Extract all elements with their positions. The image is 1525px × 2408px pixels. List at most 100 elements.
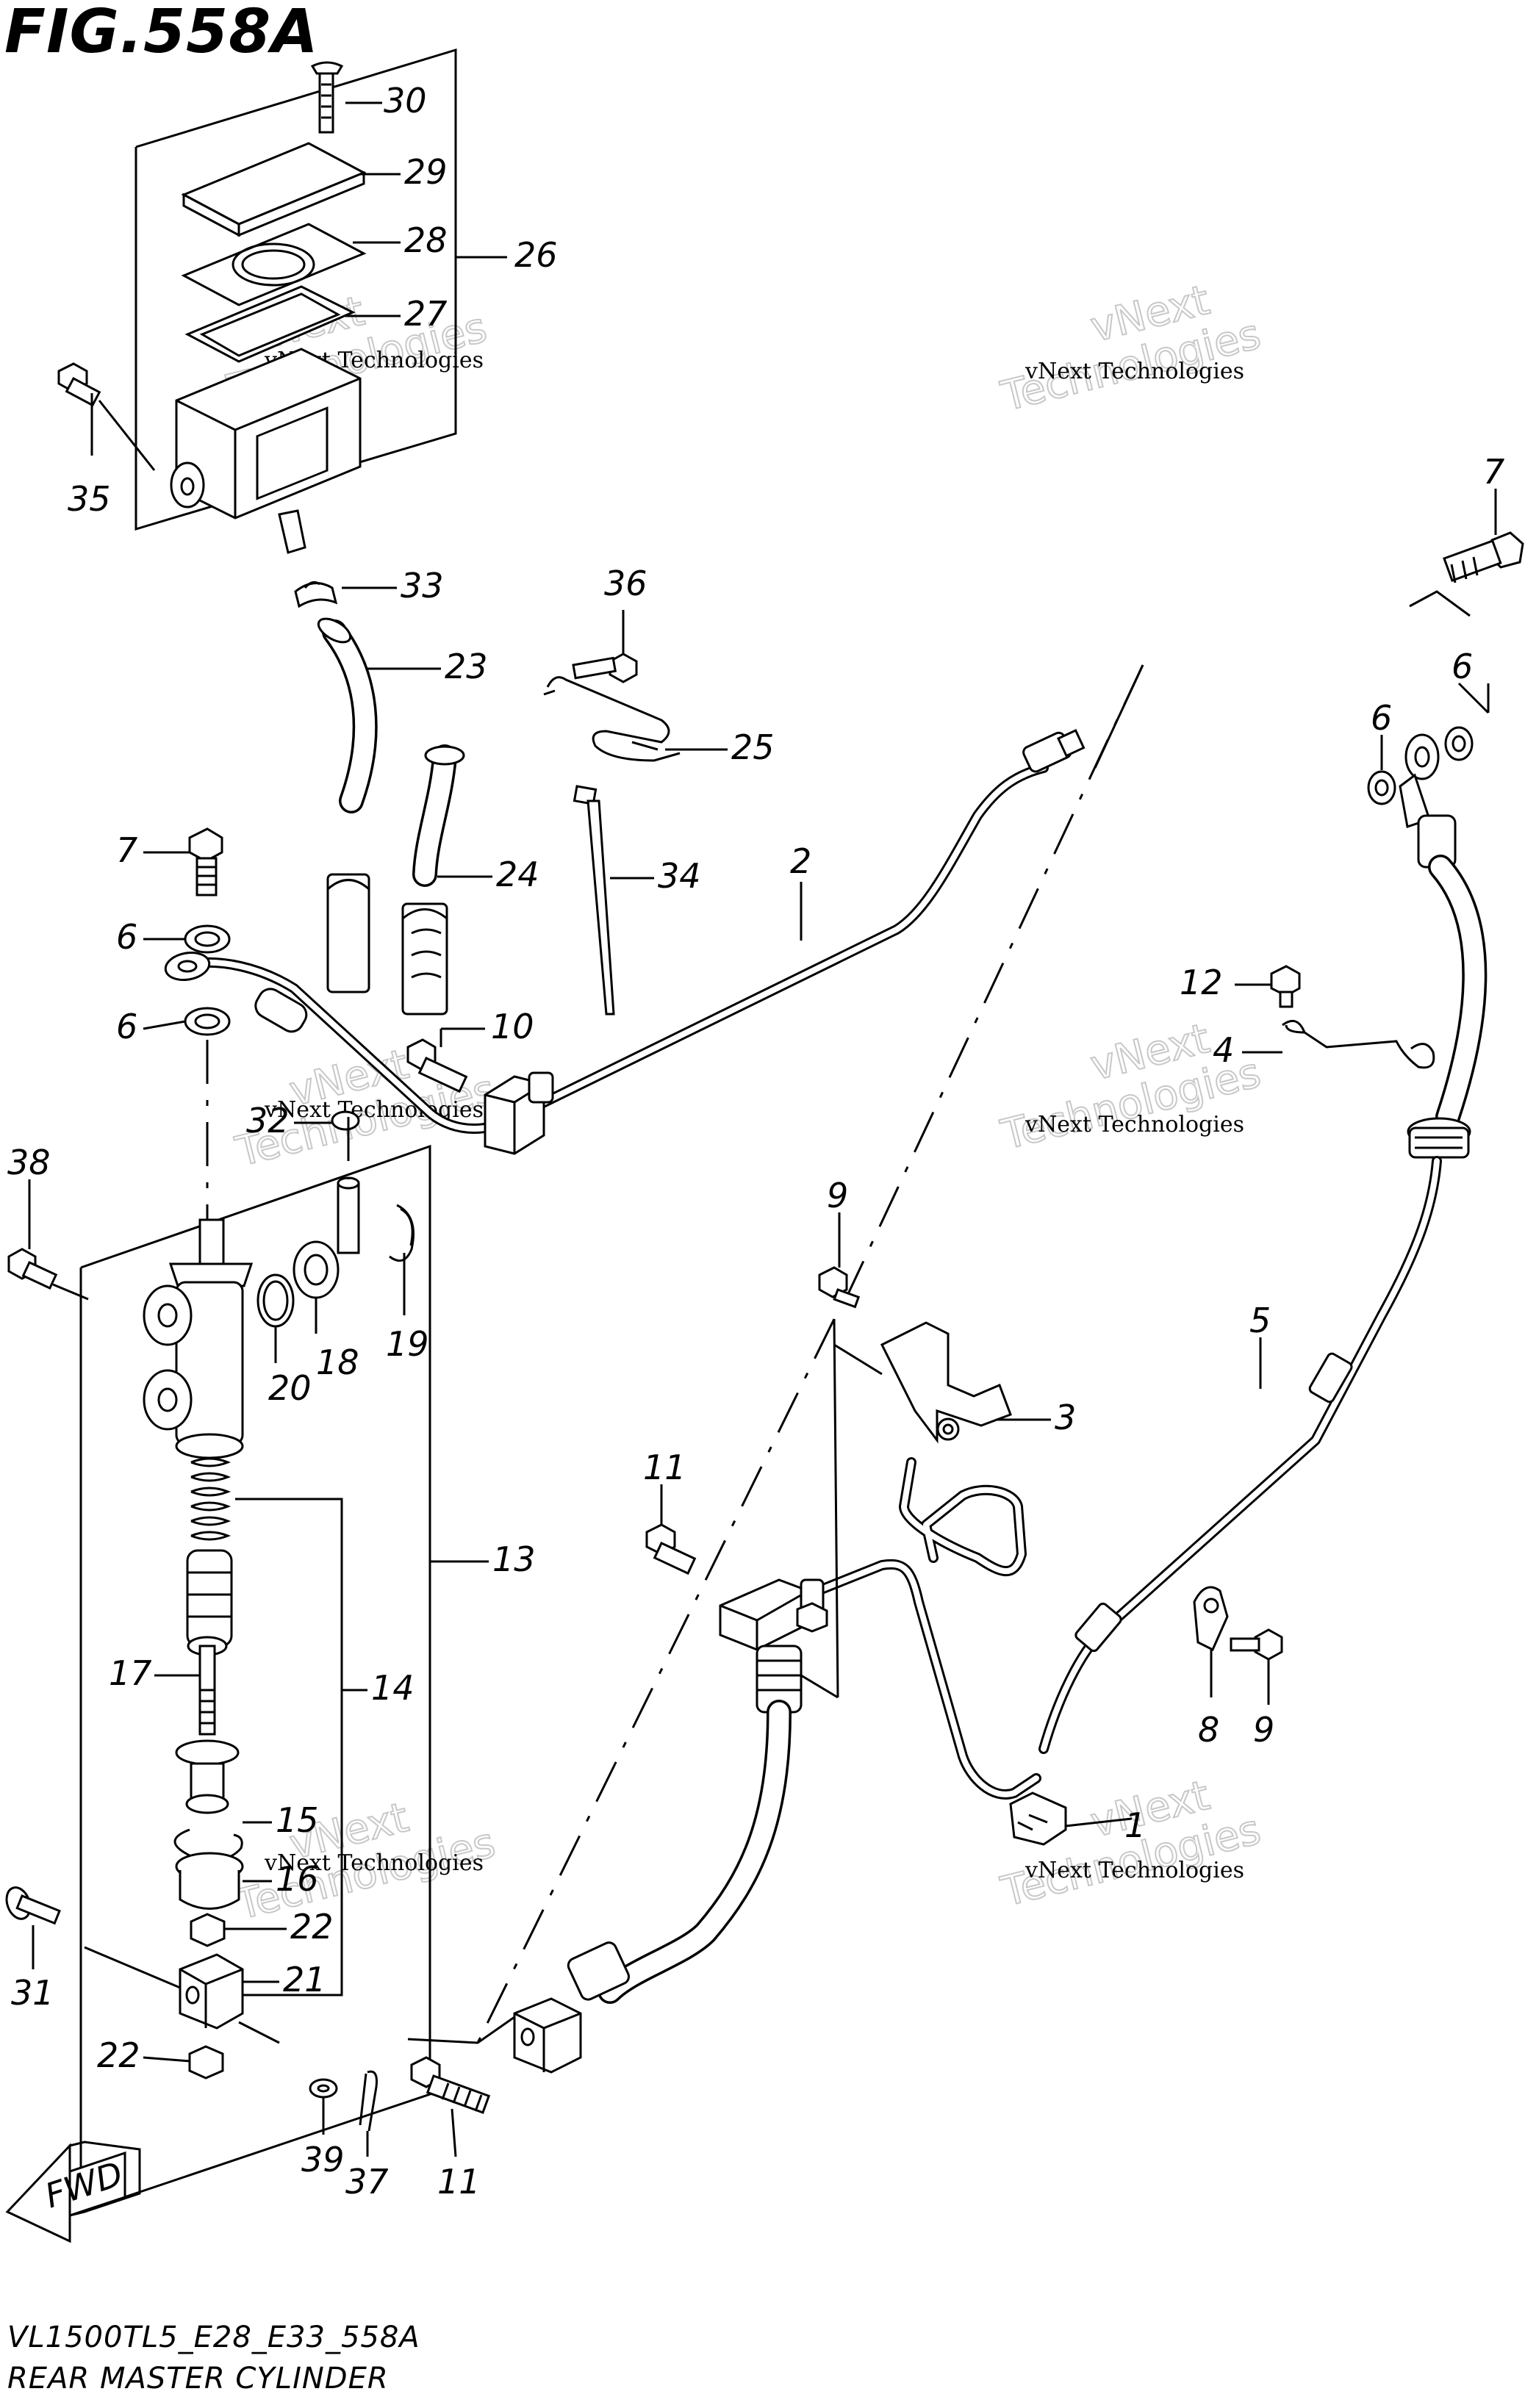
watermark-small: vNext Technologies bbox=[1025, 359, 1244, 384]
lock-nut bbox=[188, 2045, 224, 2080]
callout-22: 22 bbox=[97, 2035, 140, 2075]
callout-39: 39 bbox=[301, 2140, 345, 2179]
dust-boot bbox=[175, 1852, 244, 1910]
callout-6: 6 bbox=[1371, 698, 1392, 738]
callout-6: 6 bbox=[1452, 647, 1473, 686]
lock-nut bbox=[190, 1913, 226, 1947]
watermark-small: vNext Technologies bbox=[1025, 1858, 1244, 1883]
reservoir-diaphragm bbox=[184, 285, 356, 363]
callout-19: 19 bbox=[386, 1324, 429, 1364]
watermark-small: vNext Technologies bbox=[264, 1850, 484, 1876]
cable-tie bbox=[573, 785, 615, 1016]
callout-7: 7 bbox=[116, 830, 137, 870]
reservoir-body bbox=[170, 348, 362, 554]
clamp-mount-bolt bbox=[1230, 1628, 1283, 1661]
callout-7: 7 bbox=[1483, 452, 1504, 492]
brake-pipe-joint bbox=[484, 1071, 554, 1155]
callout-35: 35 bbox=[68, 479, 111, 519]
sealing-washer bbox=[184, 1007, 231, 1036]
callout-12: 12 bbox=[1180, 963, 1223, 1002]
callout-31: 31 bbox=[11, 1973, 54, 2013]
pipe-clip-bolt bbox=[572, 653, 638, 683]
sealing-washer bbox=[1367, 770, 1396, 805]
callout-13: 13 bbox=[492, 1539, 536, 1579]
callout-6: 6 bbox=[116, 917, 137, 957]
washer bbox=[309, 2078, 338, 2099]
reservoir-mount-bolt bbox=[57, 362, 101, 407]
callout-26: 26 bbox=[514, 235, 558, 275]
callout-37: 37 bbox=[345, 2162, 389, 2202]
joint-mount-bolt bbox=[645, 1523, 697, 1575]
callout-6: 6 bbox=[116, 1007, 137, 1046]
diagram-model-code: VL1500TL5_E28_E33_558A bbox=[7, 2321, 420, 2354]
callout-14: 14 bbox=[371, 1668, 415, 1708]
circlip bbox=[389, 1204, 415, 1262]
callout-27: 27 bbox=[404, 294, 448, 334]
watermark-small: vNext Technologies bbox=[264, 1097, 484, 1123]
callout-33: 33 bbox=[401, 566, 444, 605]
hose-fitting bbox=[293, 1176, 360, 1299]
sealing-washer bbox=[184, 924, 231, 954]
bracket-mount-bolt bbox=[818, 1266, 861, 1309]
clevis-pin bbox=[5, 1886, 61, 1925]
callout-24: 24 bbox=[496, 855, 539, 894]
callout-36: 36 bbox=[604, 564, 647, 603]
piston-spring bbox=[190, 1457, 232, 1541]
master-cylinder-body bbox=[143, 1218, 254, 1459]
union-bolt-left bbox=[188, 827, 223, 896]
reservoir-hose bbox=[317, 617, 378, 993]
callout-3: 3 bbox=[1055, 1398, 1076, 1437]
push-rod bbox=[175, 1636, 240, 1814]
callout-29: 29 bbox=[404, 152, 448, 192]
callout-15: 15 bbox=[276, 1800, 319, 1840]
brake-hose-joint bbox=[719, 1578, 828, 1651]
joint-mount-bolt bbox=[406, 1038, 468, 1093]
diagram-name: REAR MASTER CYLINDER bbox=[7, 2362, 389, 2396]
hose-joint-bolt bbox=[410, 2056, 491, 2114]
callout-21: 21 bbox=[283, 1960, 326, 1999]
fwd-arrow: FWD bbox=[5, 2141, 141, 2243]
brake-pipe-lower bbox=[803, 1457, 1041, 1800]
hose-bracket bbox=[1282, 1019, 1435, 1069]
hose-protector bbox=[401, 744, 465, 1016]
watermark-small: vNext Technologies bbox=[1025, 1112, 1244, 1137]
callout-28: 28 bbox=[404, 220, 448, 260]
callout-25: 25 bbox=[731, 727, 775, 767]
hose-bracket-bolt bbox=[1270, 965, 1301, 1008]
callout-34: 34 bbox=[658, 856, 701, 896]
reservoir-diaphragm-plate bbox=[181, 223, 367, 306]
callout-labels: 30 29 28 26 27 35 33 23 24 7 6 6 10 32 3… bbox=[7, 81, 1504, 2202]
callout-11: 11 bbox=[437, 2162, 481, 2202]
callout-leaders bbox=[28, 101, 1497, 2157]
callout-9: 9 bbox=[1253, 1710, 1274, 1750]
reservoir-assembly bbox=[57, 48, 457, 554]
callout-1: 1 bbox=[1124, 1805, 1146, 1845]
callout-22: 22 bbox=[290, 1907, 334, 1947]
cylinder-mount-bolt bbox=[7, 1248, 58, 1290]
callout-11: 11 bbox=[643, 1448, 686, 1487]
callout-30: 30 bbox=[384, 81, 427, 121]
clevis bbox=[179, 1953, 244, 2030]
callout-9: 9 bbox=[827, 1176, 848, 1215]
callout-8: 8 bbox=[1198, 1710, 1219, 1750]
sealing-washer bbox=[1444, 726, 1474, 761]
callout-16: 16 bbox=[276, 1859, 319, 1899]
callout-18: 18 bbox=[316, 1343, 359, 1382]
callout-10: 10 bbox=[491, 1007, 534, 1046]
callout-38: 38 bbox=[7, 1143, 51, 1182]
piston bbox=[186, 1549, 233, 1647]
reservoir-cap-screw bbox=[310, 61, 344, 134]
pipe-clip bbox=[546, 676, 681, 762]
callout-2: 2 bbox=[790, 841, 811, 881]
hose-clamp-bracket bbox=[1193, 1586, 1229, 1652]
pipe-bracket bbox=[880, 1321, 1012, 1444]
callout-32: 32 bbox=[246, 1101, 290, 1140]
callout-23: 23 bbox=[445, 647, 488, 686]
hose-clamp bbox=[294, 581, 338, 608]
callout-4: 4 bbox=[1213, 1030, 1234, 1070]
union-bolt-right bbox=[1443, 531, 1524, 583]
callout-20: 20 bbox=[268, 1368, 312, 1408]
cotter-pin bbox=[359, 2070, 378, 2132]
watermark-group: vNext Technologies vNext Technologies vN… bbox=[222, 276, 1266, 1930]
